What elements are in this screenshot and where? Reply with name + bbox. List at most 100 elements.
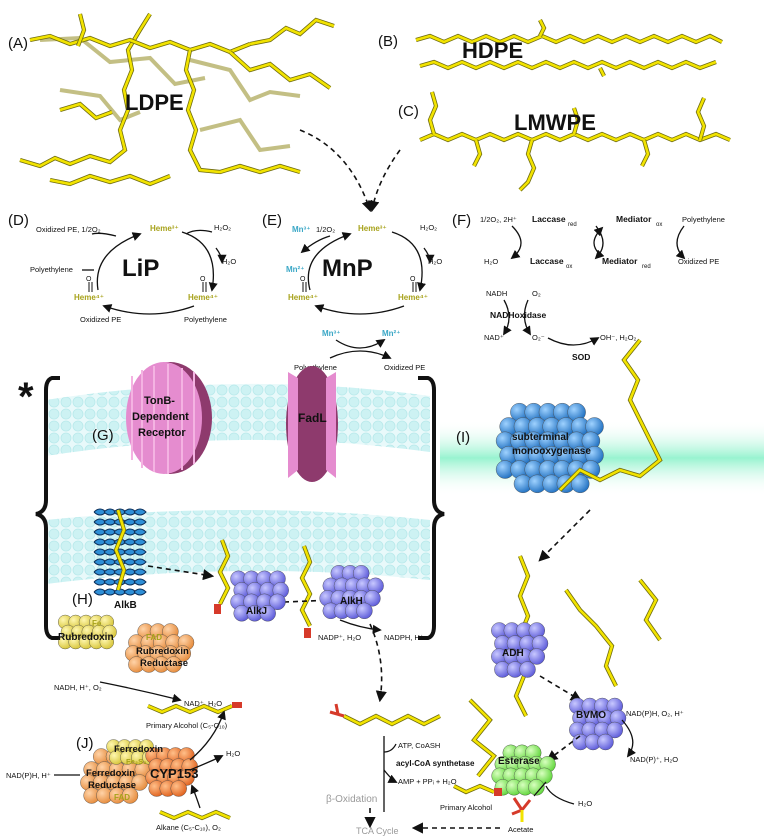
mnp-mn3-low: Mn³⁺ xyxy=(322,329,340,338)
nadh-o2: O₂ xyxy=(532,289,541,298)
ferredoxin-reductase-line-1: Ferredoxin xyxy=(86,768,135,779)
mnp-h2o: H₂O xyxy=(428,257,442,266)
subterminal-pathway: ADH BVMO NAD(P)H, O₂, H⁺ NAD(P)⁺, H₂O Es… xyxy=(411,509,684,834)
lip-oxidized-pe-top: Oxidized PE, 1/2O₂ xyxy=(36,225,101,234)
panel-label-b: (B) xyxy=(378,33,398,50)
alkb-helix-segment xyxy=(133,568,147,576)
tonb-line-3: Receptor xyxy=(138,427,186,439)
mnp-heme4-left: Heme⁴⁺ xyxy=(288,293,318,302)
ferredoxin-reductase-line-2: Reductase xyxy=(88,780,136,791)
cyp153-subunit xyxy=(170,780,187,797)
alkj-label: AlkJ xyxy=(246,606,267,617)
lip-oxidized-pe-bottom: Oxidized PE xyxy=(80,315,121,324)
cyp-primary-alcohol: Primary Alcohol (C₅-C₁₀) xyxy=(146,721,228,730)
svg-text:O: O xyxy=(410,276,416,283)
esterase-label: Esterase xyxy=(498,756,540,767)
alkb-nad-out: NAD⁺, H₂O xyxy=(184,699,222,708)
alkb-helix-segment xyxy=(133,558,147,566)
panel-label-a: (A) xyxy=(8,35,28,52)
panel-label-j: (J) xyxy=(76,735,94,752)
rub-reductase-subunit xyxy=(174,645,192,662)
esterase-subunit xyxy=(528,779,545,796)
adh-subunit xyxy=(528,648,545,665)
hdpe-label: HDPE xyxy=(462,38,523,63)
subterminal-line-1: subterminal xyxy=(512,432,569,443)
laccase-input: 1/2O₂, 2H⁺ xyxy=(480,215,517,224)
alkh-label: AlkH xyxy=(340,596,363,607)
mediator-ox-label: Mediator xyxy=(616,214,652,224)
mediator-red-label: Mediator xyxy=(602,256,638,266)
ldpe-label: LDPE xyxy=(125,90,184,115)
subterminal-monooxygenase: (I) subterminal monooxygenase xyxy=(456,338,663,493)
alkb-nadh-in: NADH, H⁺, O₂ xyxy=(54,683,102,692)
alkb-helix-segment xyxy=(133,588,147,596)
acyl-coa-synthetase: acyl-CoA synthetase xyxy=(396,759,475,768)
alkb-helix-segment xyxy=(133,578,147,586)
fadl-channel: FadL xyxy=(286,366,338,482)
atp-coash: ATP, CoASH xyxy=(398,741,440,750)
panel-label-h: (H) xyxy=(72,591,93,608)
lmwpe-structure xyxy=(419,91,731,192)
laccase-h2o: H₂O xyxy=(484,257,498,266)
mnp-cycle: (E) Mn³⁺ 1/2O₂ Heme³⁺ H₂O₂ H₂O Mn²⁺ MnP … xyxy=(262,212,442,372)
mediator-red-sub: red xyxy=(642,264,651,270)
ferredoxin-fe2s: Fe₂S₂ xyxy=(126,757,146,766)
rub-reductase-line-1: Rubredoxin xyxy=(136,646,189,657)
rubredoxin-label: Rubredoxin xyxy=(58,632,114,643)
rubredoxin-subunit xyxy=(99,634,115,650)
hdpe-structure xyxy=(415,19,723,77)
mnp-oxidized-pe: Oxidized PE xyxy=(384,363,425,372)
monooxygenase-subunit xyxy=(571,474,590,493)
laccase-red-sub: red xyxy=(568,222,577,228)
panel-label-e: (E) xyxy=(262,212,282,229)
bvmo-subunit xyxy=(597,733,614,751)
alkh-nadph-out: NADPH, H⁺ xyxy=(384,633,424,642)
ferredoxin-reductase-subunit xyxy=(121,787,139,804)
alkb-helix-segment xyxy=(133,508,147,516)
cyp153-label: CYP153 xyxy=(150,766,198,781)
alkb-complex: AlkB (H) Fe Rubredoxin FAD Rubredoxin Re… xyxy=(54,508,222,708)
ferredoxin-label: Ferredoxin xyxy=(114,744,163,755)
svg-text:O: O xyxy=(300,276,306,283)
sod-products: OH⁻, H₂O₂ xyxy=(600,333,637,342)
mnp-half-o2: 1/2O₂ xyxy=(316,225,335,234)
sod-label: SOD xyxy=(572,352,590,362)
cyp-h2o: H₂O xyxy=(226,749,240,758)
right-primary-alcohol: Primary Alcohol xyxy=(440,803,492,812)
laccase-red-label: Laccase xyxy=(532,214,566,224)
panel-label-f: (F) xyxy=(452,212,471,229)
star-marker: * xyxy=(18,375,34,419)
esterase-h2o: H₂O xyxy=(578,799,592,808)
alkj-enzyme: AlkJ xyxy=(230,570,289,622)
lip-heme4-left: Heme⁴⁺ xyxy=(74,293,104,302)
alkb-label: AlkB xyxy=(114,600,137,611)
rub-reductase-fad: FAD xyxy=(146,633,162,642)
mnp-heme4-right: Heme⁴⁺ xyxy=(398,293,428,302)
lip-name: LiP xyxy=(122,255,159,282)
rub-reductase-line-2: Reductase xyxy=(140,658,188,669)
alkj-subunit xyxy=(259,605,276,622)
mnp-mn2-low: Mn²⁺ xyxy=(382,329,400,338)
alkane-intermediates xyxy=(147,539,337,638)
mnp-mn3-top: Mn³⁺ xyxy=(292,225,310,234)
lip-heme3: Heme³⁺ xyxy=(150,224,179,233)
lip-cycle: (D) Oxidized PE, 1/2O₂ Heme³⁺ H₂O₂ H₂O P… xyxy=(8,212,236,324)
mnp-mn2-left: Mn²⁺ xyxy=(286,265,304,274)
acetate-label: Acetate xyxy=(508,825,533,834)
tonb-receptor: TonB- Dependent Receptor xyxy=(126,362,212,474)
laccase-polyethylene: Polyethylene xyxy=(682,215,725,224)
lip-polyethylene-left: Polyethylene xyxy=(30,265,73,274)
alkh-subunit xyxy=(364,590,381,607)
laccase-oxidized-pe: Oxidized PE xyxy=(678,257,719,266)
laccase-ox-label: Laccase xyxy=(530,256,564,266)
cyp153-system: (J) Primary Alcohol (C₅-C₁₀) H₂O Ferredo… xyxy=(6,702,242,832)
panel-label-c: (C) xyxy=(398,103,419,120)
cyp-alkane: Alkane (C₅-C₁₀), O₂ xyxy=(156,823,221,832)
nadh-label: NADH xyxy=(486,289,507,298)
panel-label-i: (I) xyxy=(456,429,470,446)
nad-label: NAD⁺ xyxy=(484,333,504,342)
fadl-label: FadL xyxy=(298,411,327,425)
alkb-helix-segment xyxy=(133,528,147,536)
panel-label-d: (D) xyxy=(8,212,29,229)
